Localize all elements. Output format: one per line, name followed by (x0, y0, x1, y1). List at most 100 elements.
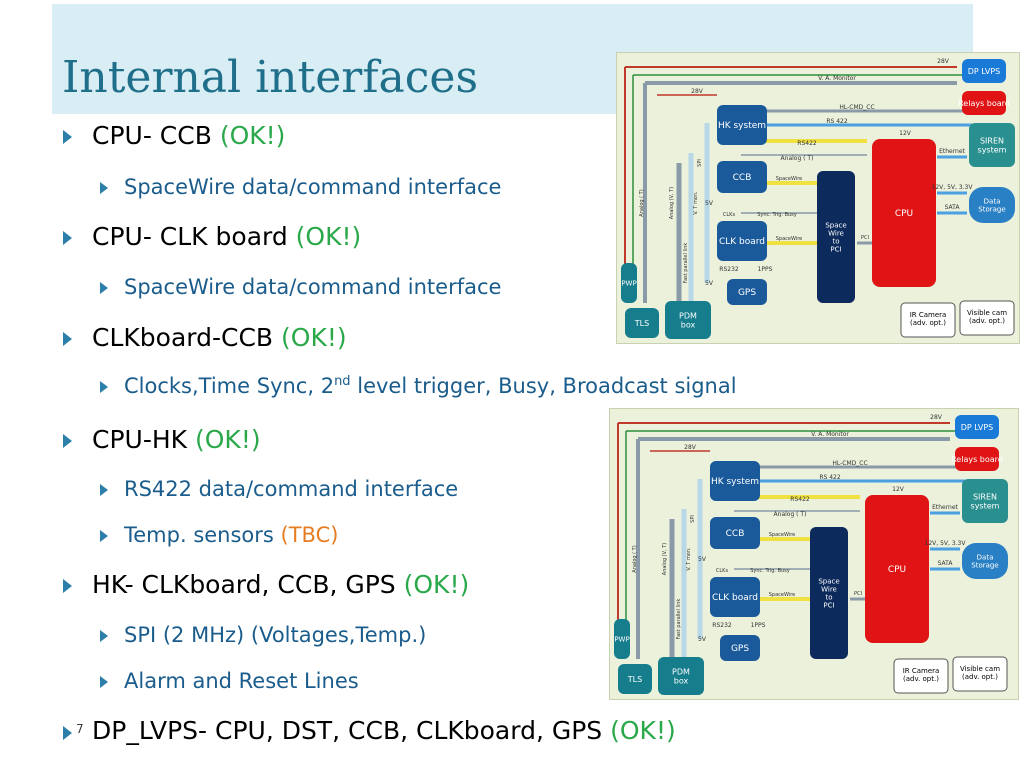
label-hlcmd: HL-CMD_CC (832, 460, 867, 467)
hk-block (717, 105, 767, 145)
tls-block-label: TLS (627, 675, 642, 684)
sub-bullet-clocks: Clocks,Time Sync, 2nd level trigger, Bus… (124, 374, 737, 398)
label-spacewire: SpaceWire (769, 532, 795, 538)
cpu-block-label: CPU (895, 209, 913, 219)
label-ethernet: Ethernet (932, 504, 958, 511)
label-5v: 5V (698, 556, 707, 563)
relays-block-label: Relays board (951, 455, 1003, 464)
hk-block-label: HK system (711, 477, 759, 487)
tls-block (625, 308, 659, 338)
pwp-block (621, 263, 637, 303)
clk-block (710, 577, 760, 617)
label-vt-mon: V. T mon. (686, 547, 692, 571)
label-12v: 12V (892, 486, 905, 493)
label-volts: 12V, 5V, 3.3V (925, 540, 967, 547)
sub-bullet-arrow-icon (100, 381, 108, 393)
ir-camera-label: IR Camera(adv. opt.) (903, 667, 940, 683)
label-fast-link: Fast parallel link (683, 243, 689, 284)
ir-camera-block (900, 302, 956, 338)
sub-bullet-spacewire-clk: SpaceWire data/command interface (124, 275, 502, 299)
label-spacewire: SpaceWire (776, 236, 802, 242)
label-sync: Sync. Trig. Busy (750, 568, 790, 574)
label-pci: PCI (854, 591, 862, 597)
clk-block-label: CLK board (719, 237, 765, 247)
label-clks: CLKs (723, 212, 736, 218)
visible-cam-label: Visible cam(adv. opt.) (967, 309, 1007, 325)
sub-bullet-rs422: RS422 data/command interface (124, 477, 459, 501)
label-28v: 28V (930, 414, 943, 421)
bullet-dp-lvps: DP_LVPS- CPU, DST, CCB, CLKboard, GPS (O… (92, 716, 676, 745)
bullet-arrow-icon (63, 130, 72, 144)
spacewire-pci-block (810, 527, 848, 659)
relays-block (955, 447, 999, 471)
clk-block-label: CLK board (712, 593, 758, 603)
label-analog: Analog ( T) (639, 189, 645, 216)
visible-cam-block (959, 300, 1015, 336)
label-1pps: 1PPS (751, 622, 766, 629)
bullet-clkboard-ccb: CLKboard-CCB (OK!) (92, 323, 347, 352)
clk-block (717, 221, 767, 261)
bullet-text: CLKboard-CCB (92, 323, 282, 352)
status-ok: (OK!) (610, 716, 676, 745)
bullet-text: CPU-HK (92, 425, 195, 454)
label-28v: 28V (937, 58, 950, 65)
pdm-block (658, 657, 704, 695)
sub-bullet-spacewire-ccb: SpaceWire data/command interface (124, 175, 502, 199)
label-va-monitor: V. A. Monitor (811, 431, 849, 438)
siren-block (962, 479, 1008, 523)
label-hlcmd: HL-CMD_CC (839, 104, 874, 111)
hk-block-label: HK system (718, 121, 766, 131)
label-analog-vt: Analog (V, T) (669, 187, 675, 219)
gps-block-label: GPS (738, 288, 756, 298)
label-sata: SATA (938, 560, 954, 567)
relays-block-label: Relays board (958, 99, 1010, 108)
ir-camera-block (893, 658, 949, 694)
bullet-arrow-icon (63, 231, 72, 245)
label-analog: Analog ( T) (632, 545, 638, 572)
sub-bullet-arrow-icon (100, 530, 108, 542)
status-ok: (OK!) (281, 323, 347, 352)
data-storage-block (969, 187, 1015, 223)
bullet-hk-clkboard: HK- CLKboard, CCB, GPS (OK!) (92, 570, 469, 599)
label-sync: Sync. Trig. Busy (757, 212, 797, 218)
pwp-block (614, 619, 630, 659)
status-tbc: (TBC) (280, 523, 339, 547)
relays-block (962, 91, 1006, 115)
bullet-arrow-icon (63, 434, 72, 448)
dp-lvps-block (955, 415, 999, 439)
status-ok: (OK!) (219, 121, 286, 150)
label-28v: 28V (691, 88, 704, 95)
label-vt-mon: V. T mon. (693, 191, 699, 215)
label-analog: Analog ( T) (774, 511, 807, 518)
bullet-cpu-hk: CPU-HK (OK!) (92, 425, 261, 454)
dp-lvps-block-label: DP LVPS (961, 423, 993, 432)
bullet-text: level trigger, Busy, Broadcast signal (350, 374, 737, 398)
label-1pps: 1PPS (758, 266, 773, 273)
hk-block (710, 461, 760, 501)
ccb-block (710, 517, 760, 549)
bullet-arrow-icon (63, 332, 72, 346)
sub-bullet-arrow-icon (100, 676, 108, 688)
label-clks: CLKs (716, 568, 729, 574)
pwp-block-label: PWP (614, 635, 629, 643)
ccb-block-label: CCB (733, 173, 752, 183)
gps-block (727, 279, 767, 305)
status-ok: (OK!) (403, 570, 470, 599)
label-5v: 5V (698, 636, 707, 643)
tls-block-label: TLS (634, 319, 649, 328)
label-5v: 5V (705, 200, 714, 207)
label-rs422: RS 422 (826, 118, 848, 125)
bullet-text: CPU- CCB (92, 121, 220, 150)
data-storage-block (962, 543, 1008, 579)
label-rs232: RS232 (719, 266, 739, 273)
sub-bullet-alarm: Alarm and Reset Lines (124, 669, 359, 693)
